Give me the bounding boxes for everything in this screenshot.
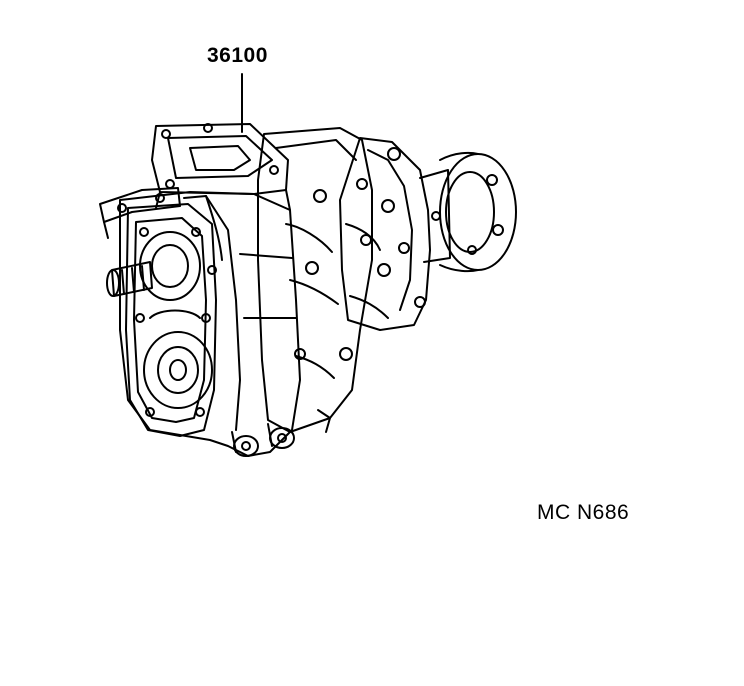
rear-housing (339, 137, 441, 331)
mounting-bracket (99, 187, 181, 239)
front-face (125, 203, 217, 437)
top-cover (151, 123, 291, 211)
input-shaft (106, 261, 153, 297)
bottom-bosses (231, 423, 295, 457)
diagram-code-label: MC N686 (537, 501, 630, 524)
part-number-label: 36100 (207, 44, 268, 67)
output-flange (419, 151, 517, 273)
